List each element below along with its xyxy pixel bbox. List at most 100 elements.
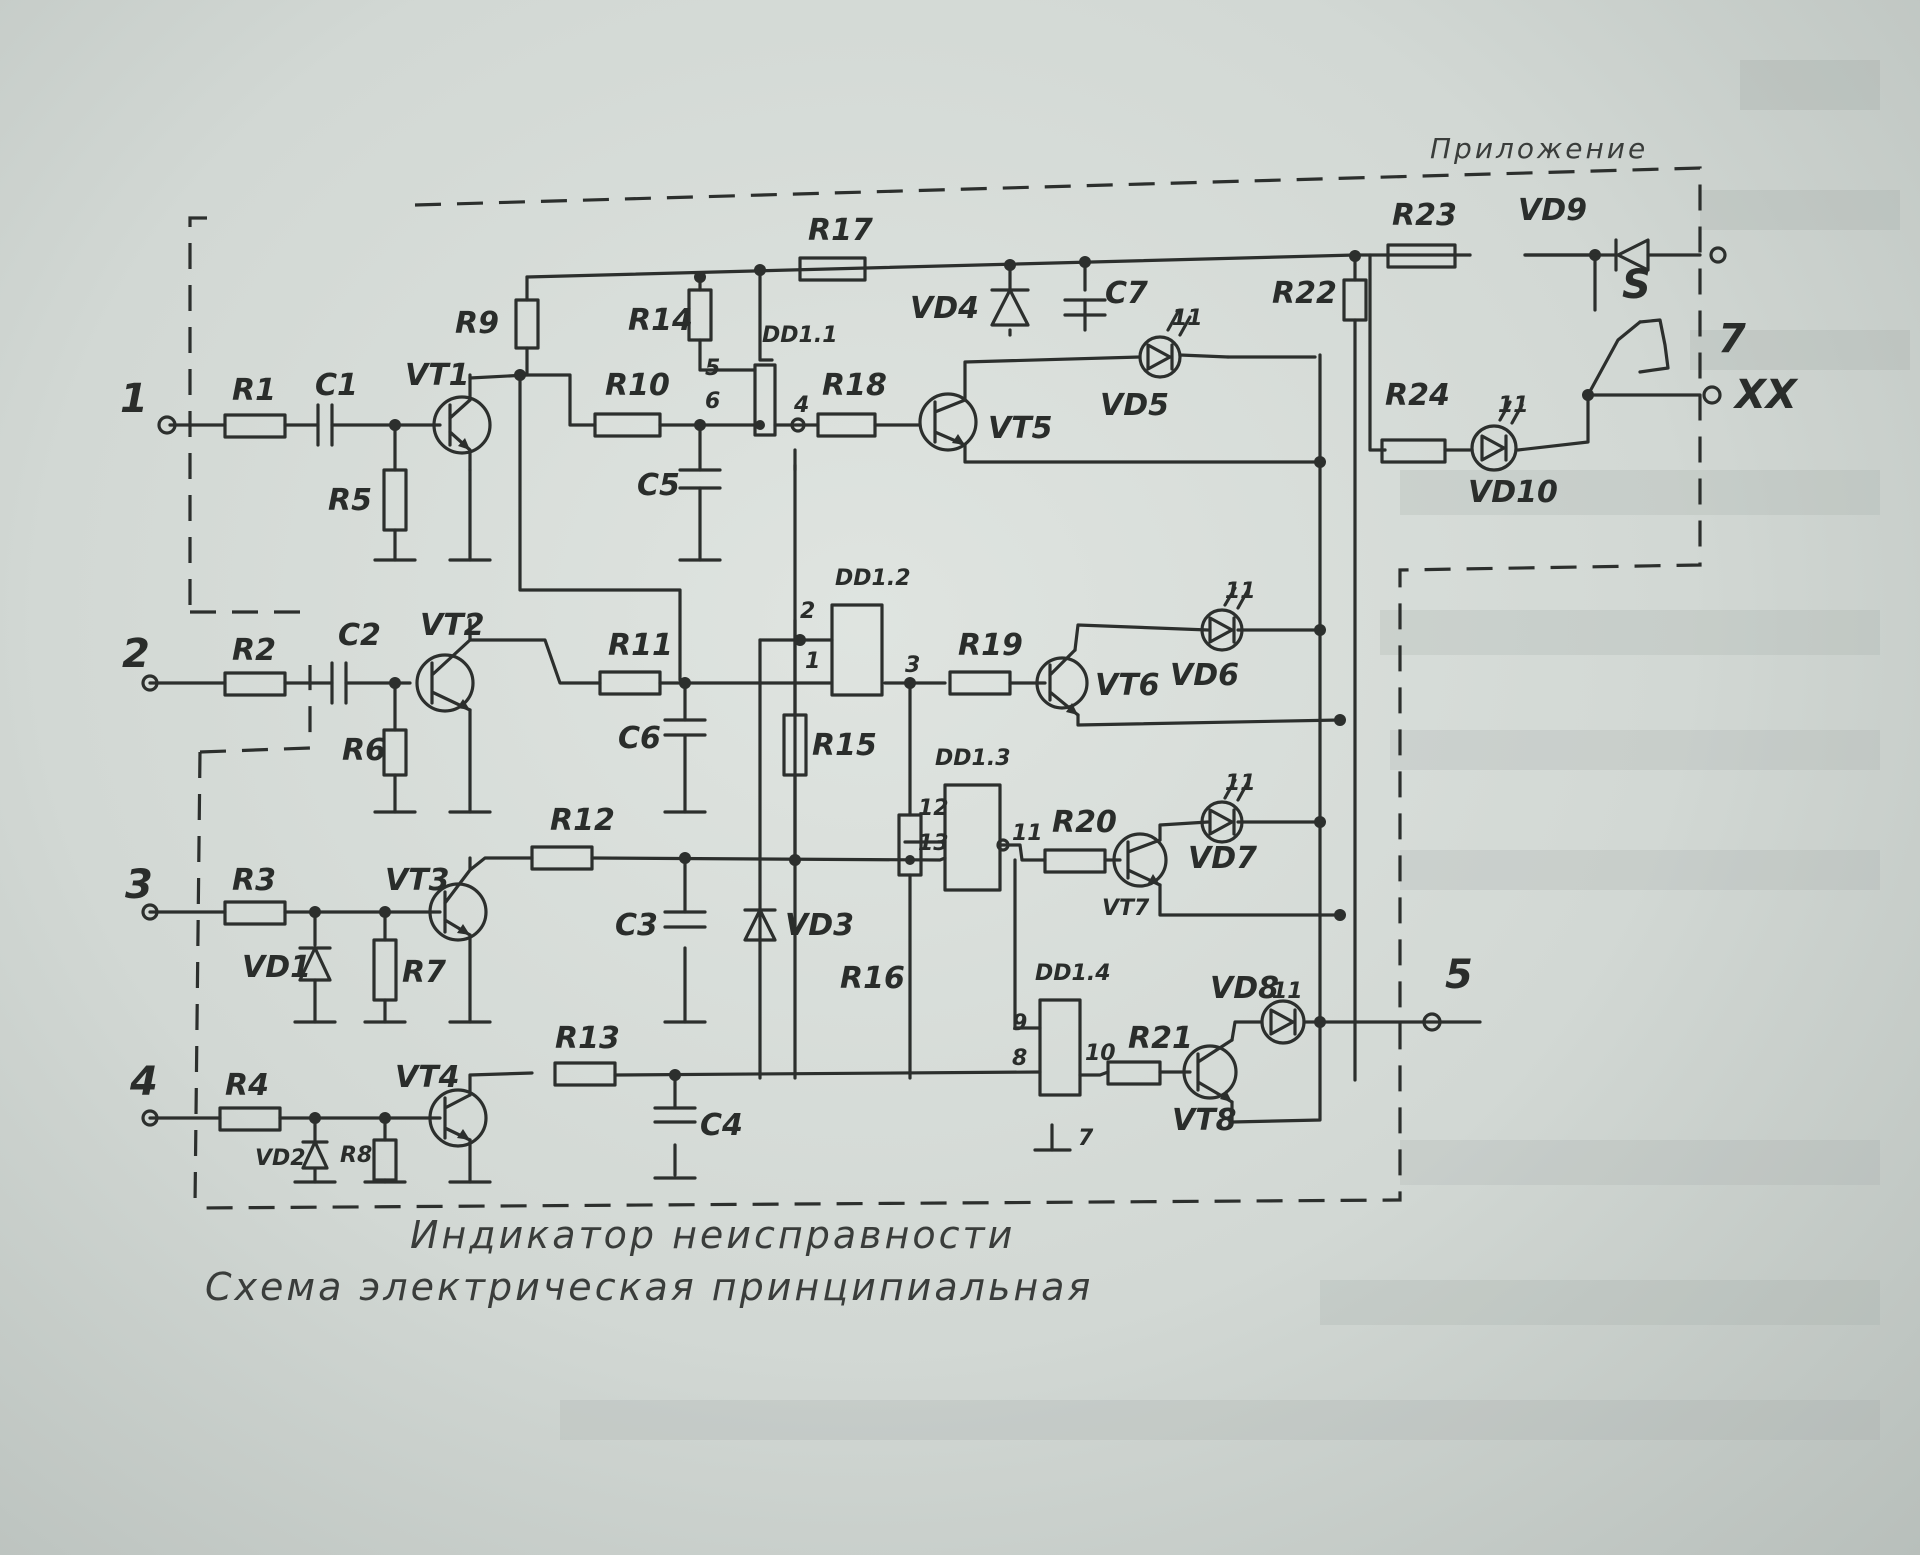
label-r4: R4	[225, 1068, 269, 1103]
label-r1: R1	[232, 373, 276, 408]
label-vt7: VT7	[1102, 896, 1150, 921]
label-vt6: VT6	[1095, 668, 1160, 703]
resistor-r12	[530, 845, 594, 871]
wiring	[148, 253, 1702, 1184]
label-r17: R17	[808, 213, 873, 248]
diode-vd2	[301, 1140, 329, 1170]
label-r22: R22	[1272, 276, 1337, 311]
resistor-r9	[514, 298, 540, 350]
terminals	[141, 246, 1727, 1127]
resistor-r2	[223, 671, 287, 697]
switch-s	[1638, 318, 1670, 374]
transistor-vt2	[415, 618, 475, 713]
ground-symbols	[293, 558, 1072, 1184]
capacitor-c6	[663, 718, 707, 737]
label-vt8: VT8	[1172, 1103, 1237, 1138]
label-pin-8: 8	[1012, 1046, 1027, 1071]
diode-vd3	[743, 908, 777, 942]
label-terminal-7: 7	[1718, 316, 1746, 362]
label-pin-4: 4	[793, 393, 809, 418]
label-vd6: VD6	[1170, 658, 1239, 693]
resistor-r15	[782, 713, 808, 777]
label-r13: R13	[555, 1021, 620, 1056]
capacitors	[316, 298, 1107, 1124]
label-c6: C6	[618, 721, 661, 756]
label-pin-12: 12	[918, 796, 949, 821]
resistor-r20	[1043, 848, 1107, 874]
label-switch-s: S	[1622, 262, 1651, 308]
diode-vd9	[1523, 238, 1650, 272]
resistor-r4	[218, 1106, 282, 1132]
label-r11: R11	[608, 628, 673, 663]
label-terminal-3: 3	[125, 862, 153, 908]
resistors	[218, 243, 1457, 1182]
label-r5: R5	[328, 483, 372, 518]
led-vd10	[1470, 400, 1524, 472]
resistor-r10	[593, 412, 662, 438]
resistor-r3	[223, 900, 287, 926]
label-r20: R20	[1052, 805, 1117, 840]
label-terminal-xx: ХХ	[1732, 372, 1799, 418]
junction-dots	[309, 249, 1601, 1124]
capacitor-c4	[653, 1106, 697, 1124]
terminal-xx	[1702, 385, 1722, 405]
gate-dd1-3	[943, 783, 1002, 892]
label-dd1-1: DD1.1	[762, 323, 838, 348]
label-vt5: VT5	[988, 411, 1053, 446]
label-terminal-1: 1	[120, 376, 148, 422]
label-led-mark-vd6: 11	[1225, 579, 1256, 604]
label-vt4: VT4	[395, 1060, 460, 1095]
label-vt1: VT1	[405, 358, 470, 393]
capacitor-c1	[316, 403, 334, 447]
gate-dd1-4	[1038, 998, 1082, 1097]
label-r6: R6	[342, 733, 386, 768]
background-bleed-text	[560, 60, 1910, 1440]
label-dd1-3: DD1.3	[935, 746, 1011, 771]
diagram-title: Индикатор неисправности	[410, 1213, 1015, 1257]
label-vd10: VD10	[1468, 475, 1558, 510]
label-r8: R8	[340, 1143, 372, 1168]
label-r19: R19	[958, 628, 1023, 663]
label-r7: R7	[402, 955, 446, 990]
enclosure-boundaries	[188, 166, 1702, 1210]
terminal-top	[1709, 246, 1727, 264]
label-vd4: VD4	[910, 291, 979, 326]
label-led-mark-vd8: 11	[1272, 979, 1303, 1004]
label-pin-13: 13	[918, 831, 949, 856]
annex-label: Приложение	[1430, 132, 1648, 165]
resistor-r14	[687, 288, 713, 342]
label-r16: R16	[840, 961, 905, 996]
label-terminal-2: 2	[122, 631, 150, 677]
label-vd9: VD9	[1518, 193, 1587, 228]
capacitor-c2	[330, 661, 348, 705]
label-r3: R3	[232, 863, 276, 898]
label-c5: C5	[637, 468, 680, 503]
resistor-r21	[1106, 1060, 1162, 1086]
label-c2: C2	[338, 618, 381, 653]
label-dd1-4: DD1.4	[1035, 961, 1111, 986]
resistor-r22	[1342, 278, 1368, 322]
label-vt2: VT2	[420, 608, 485, 643]
label-pin-7: 7	[1078, 1126, 1094, 1151]
label-r10: R10	[605, 368, 670, 403]
label-led-mark-vd7: 11	[1225, 771, 1256, 796]
label-r2: R2	[232, 633, 276, 668]
label-dd1-2: DD1.2	[835, 566, 911, 591]
led-vd6	[1200, 586, 1250, 652]
resistor-r11	[598, 670, 662, 696]
resistor-r16	[897, 813, 923, 877]
label-terminal-4: 4	[129, 1059, 158, 1105]
label-vd7: VD7	[1188, 841, 1257, 876]
resistor-r8	[372, 1138, 398, 1182]
terminal-1	[157, 415, 177, 435]
diode-vd1	[298, 946, 332, 982]
resistor-r18	[816, 412, 877, 438]
label-terminal-5: 5	[1445, 952, 1473, 998]
transistor-vt4	[428, 1088, 488, 1148]
transistor-vt1	[432, 373, 492, 472]
label-vd8: VD8	[1210, 971, 1279, 1006]
label-pin-1: 1	[805, 649, 820, 674]
label-c1: C1	[315, 368, 358, 403]
transistor-vt6	[1035, 648, 1089, 717]
